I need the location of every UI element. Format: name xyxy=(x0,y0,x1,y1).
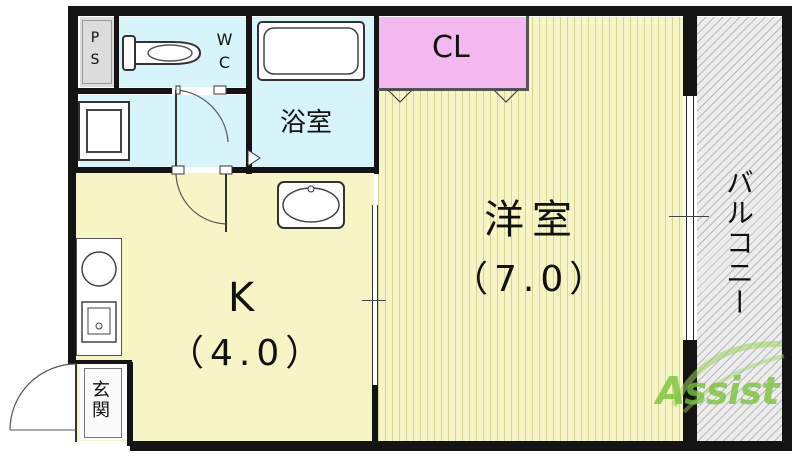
entrance-wall-right xyxy=(127,362,133,446)
closet-label: CL xyxy=(432,30,470,65)
outer-wall-left-upper xyxy=(68,6,78,172)
wash-door-icon xyxy=(171,165,233,232)
outer-wall-bottom xyxy=(130,441,690,451)
wc-label: WC xyxy=(215,30,234,76)
outer-wall-top xyxy=(68,6,688,16)
wall-wc-bath xyxy=(246,16,252,174)
wc-door-icon xyxy=(175,85,229,168)
bath-door-icon xyxy=(247,149,261,167)
western-room-size: （7.0） xyxy=(452,259,612,300)
entrance-door-icon xyxy=(9,363,77,442)
balcony-rail-bottom xyxy=(697,441,792,451)
bath-sink-icon xyxy=(277,181,345,229)
window-frame-right xyxy=(686,96,694,340)
wall-wash-bottom-left xyxy=(76,167,172,173)
wall-wc-bottom-right xyxy=(222,88,248,94)
balcony-rail-top xyxy=(697,6,792,16)
closet-doors-icon xyxy=(387,89,519,103)
wall-bath-room xyxy=(374,16,379,174)
entrance-label: 玄関 xyxy=(89,380,110,420)
kitchen-size: （4.0） xyxy=(168,333,328,374)
window-mark xyxy=(669,216,709,217)
wall-closet-bottom xyxy=(378,88,528,91)
wall-ps-wc xyxy=(114,16,119,88)
partition-kitchen-room-lower xyxy=(372,385,378,441)
toilet-icon xyxy=(122,35,202,71)
ps-box xyxy=(82,20,112,84)
stove-icon xyxy=(81,251,117,287)
balcony-rail-right xyxy=(782,6,792,451)
outer-wall-right-bottom xyxy=(683,340,697,451)
partition-mark xyxy=(362,300,386,301)
wall-closet-right xyxy=(526,16,529,91)
bath-label: 浴室 xyxy=(280,108,333,138)
sink-icon xyxy=(81,301,117,343)
entrance-floor xyxy=(84,368,122,438)
bathtub-icon xyxy=(257,21,365,81)
washbasin xyxy=(78,101,130,161)
outer-wall-left-lower xyxy=(68,172,76,364)
kitchen-label: K xyxy=(228,275,255,321)
western-room-label: 洋室 xyxy=(484,197,580,243)
balcony-label: バルコニー xyxy=(722,168,755,318)
closet-overlay xyxy=(378,17,528,89)
assist-logo-icon xyxy=(671,340,785,414)
entrance-step xyxy=(76,360,132,364)
wall-wc-bottom xyxy=(76,88,172,94)
outer-wall-right-top xyxy=(683,6,697,96)
ps-label: PS xyxy=(87,30,103,74)
balcony xyxy=(697,17,782,441)
wall-wash-bottom-right xyxy=(226,167,376,173)
watermark-text: Assist xyxy=(656,369,779,413)
partition-kitchen-room xyxy=(372,205,378,385)
